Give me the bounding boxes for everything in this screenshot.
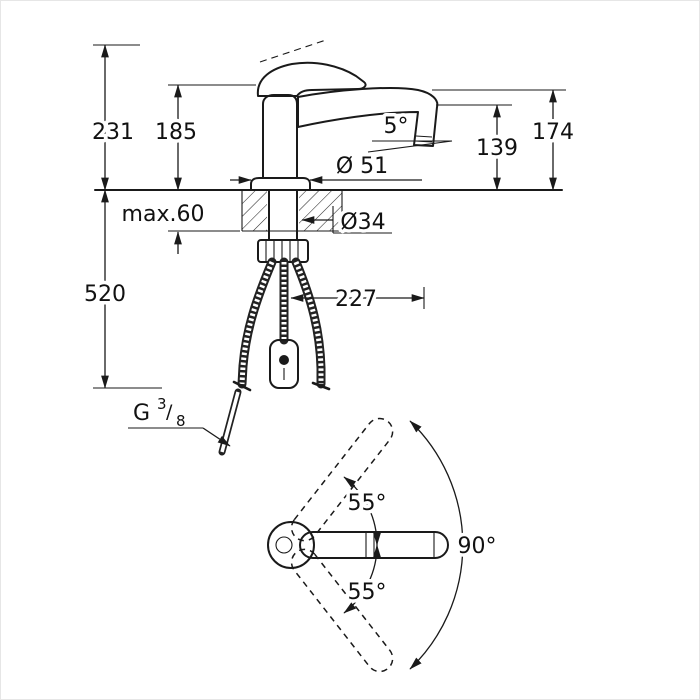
dim-shank-diameter: Ø34 <box>340 210 385 235</box>
dim-spout-angle: 5° <box>384 114 409 139</box>
shank-gap <box>267 191 299 231</box>
supply-hose-right-braid <box>293 261 324 384</box>
thread-letter: G <box>133 401 150 426</box>
swivel-dimensions: 90° 55° 55° <box>343 420 500 670</box>
handle-center-position <box>267 521 449 569</box>
hose-weight-screw <box>279 355 289 365</box>
dim-base-diameter: Ø 51 <box>336 154 388 179</box>
supply-hose-left-braid <box>239 261 275 385</box>
supply-hose-left <box>237 257 277 389</box>
thread-leader <box>202 427 231 447</box>
hose-fitting-left <box>232 380 252 392</box>
hose-fitting-right <box>311 381 331 391</box>
dim-swivel-total: 90° <box>458 534 497 559</box>
counter-section <box>94 189 563 232</box>
spout-outlet-ring-1 <box>415 135 433 138</box>
swivel-upper-arc <box>343 476 381 546</box>
dim-swivel-upper: 55° <box>348 491 387 516</box>
dim-deck-max: max.60 <box>122 202 205 227</box>
faucet-base <box>250 177 311 191</box>
dim-spout-height: 174 <box>532 120 574 145</box>
angle-ref-sloped <box>367 140 453 153</box>
swivel-lower-arc <box>343 544 381 614</box>
faucet-body <box>262 94 298 179</box>
underdeck-group <box>218 189 331 456</box>
handle-hub-detail <box>275 536 293 554</box>
faucet-spout <box>297 87 439 147</box>
swivel-total-arc <box>409 420 464 670</box>
dim-total-height: 231 <box>92 120 134 145</box>
dim-handle-height: 185 <box>155 120 197 145</box>
thread-slash: / <box>166 401 173 423</box>
dim-hose-reach: 227 <box>335 287 377 312</box>
handle-hub <box>267 521 315 569</box>
dim-hose-drop: 520 <box>84 282 126 307</box>
supply-hose-right <box>291 257 326 389</box>
side-view: 231 185 max.60 520 139 174 Ø 51 <box>81 39 578 456</box>
thread-numerator: 3 <box>157 395 167 413</box>
hose-weight <box>269 339 299 389</box>
dim-outlet-height: 139 <box>476 136 518 161</box>
thread-denominator: 8 <box>176 412 186 430</box>
top-view: 90° 55° 55° <box>267 417 500 673</box>
dimensions: 231 185 max.60 520 139 174 Ø 51 <box>81 44 578 447</box>
faucet-lever-handle <box>256 61 367 97</box>
dim-swivel-lower: 55° <box>348 580 387 605</box>
lever-raised-dashed-line <box>259 39 327 63</box>
